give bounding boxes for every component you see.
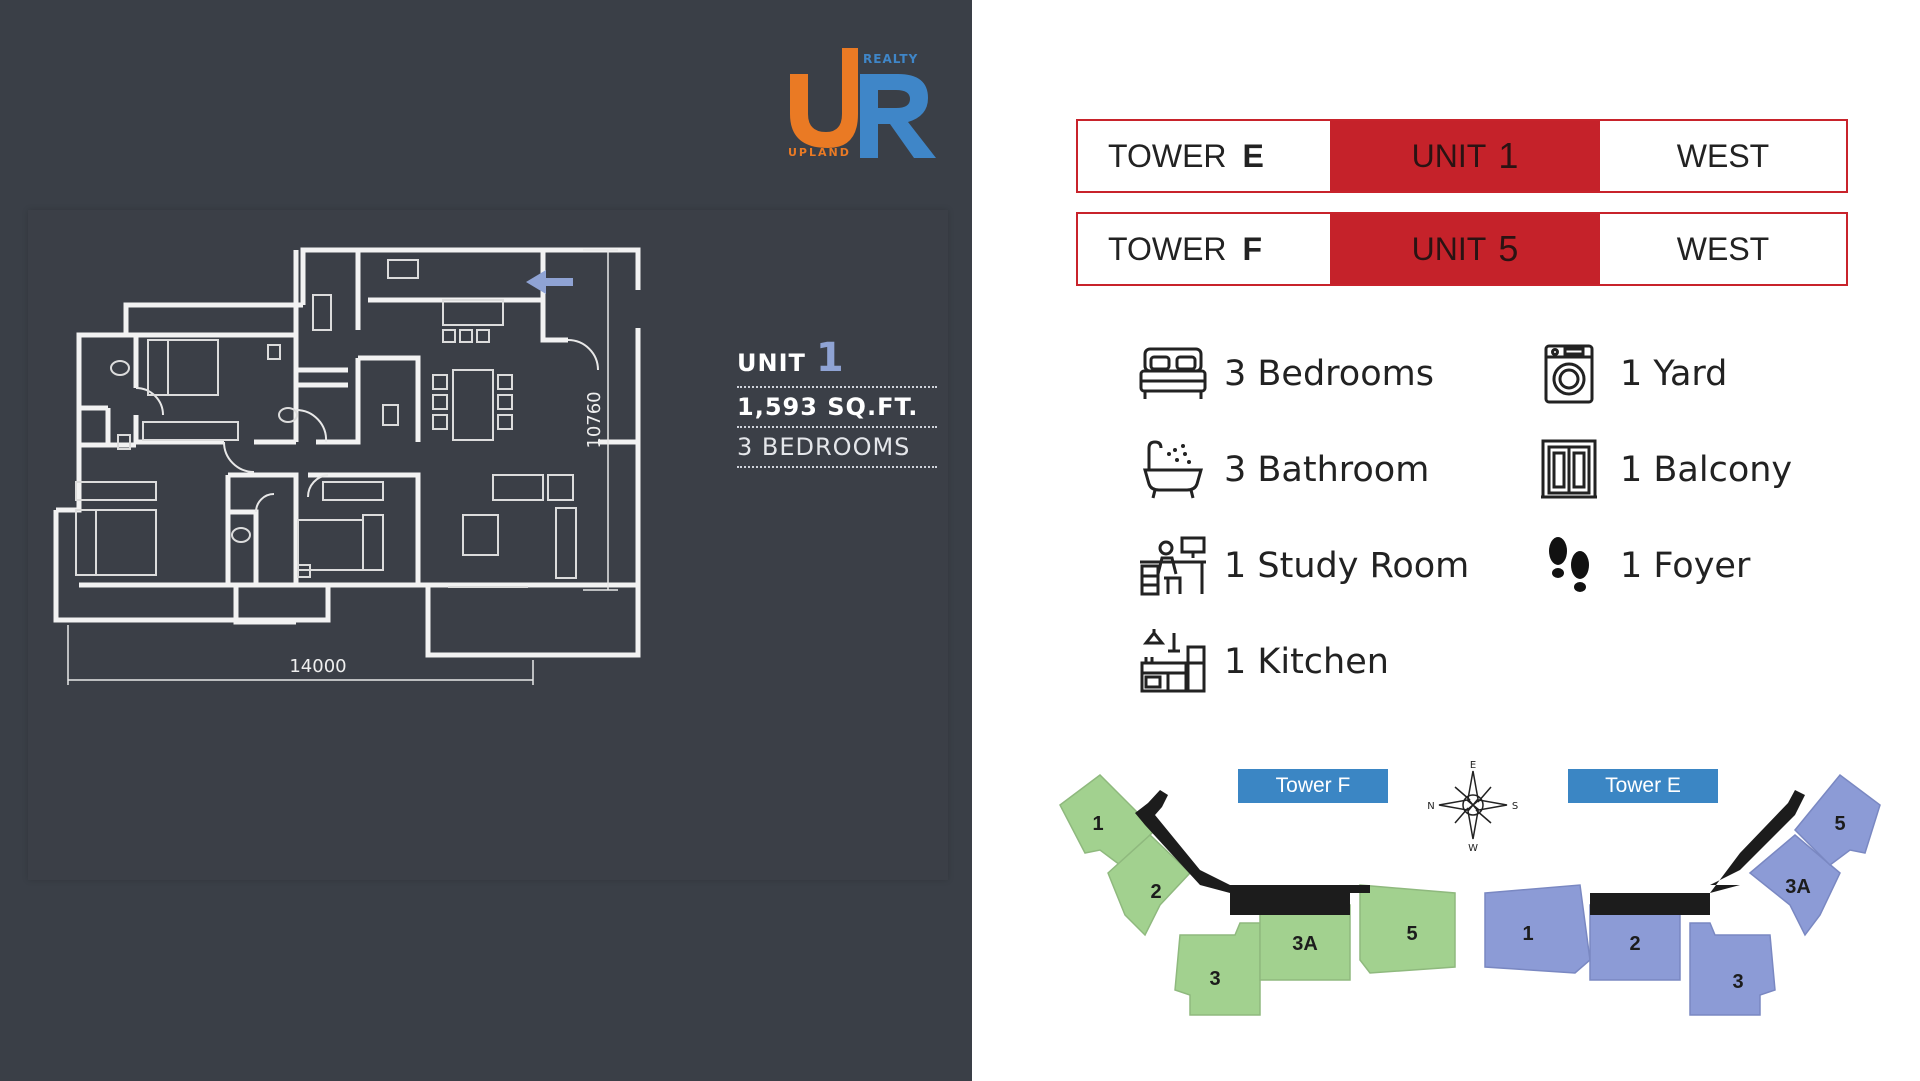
tower-cell: TOWER E <box>1078 121 1330 191</box>
tower-e-label: Tower E <box>1568 769 1718 803</box>
unit-label: UNIT <box>1411 230 1487 267</box>
tower-f-label: Tower F <box>1238 769 1388 803</box>
washing-machine-icon <box>1534 342 1604 406</box>
feature-yard: 1 Yard <box>1534 342 1727 406</box>
feature-bathroom: 3 Bathroom <box>1138 438 1429 502</box>
tower-e-unit-3a: 3A <box>1785 876 1811 898</box>
tower-cell: TOWER F <box>1078 214 1330 284</box>
divider <box>737 386 937 388</box>
unit-bedrooms: 3 BEDROOMS <box>737 433 911 461</box>
logo-upland-text: UPLAND <box>788 146 851 159</box>
feature-text: 1 Yard <box>1620 354 1728 394</box>
compass-e: E <box>1470 760 1476 771</box>
unit-label: UNIT <box>737 349 806 377</box>
tower-e-unit-1: 1 <box>1522 923 1533 945</box>
unit-area: 1,593 SQ.FT. <box>737 393 919 421</box>
floor-plan-drawing: 14000 10760 <box>28 210 948 880</box>
feature-text: 1 Study Room <box>1224 546 1470 586</box>
study-desk-icon <box>1138 534 1208 598</box>
tower-f-unit-5: 5 <box>1406 923 1417 945</box>
tower-f-unit-3: 3 <box>1209 968 1220 990</box>
feature-bedrooms: 3 Bedrooms <box>1138 342 1434 406</box>
compass-n: N <box>1427 801 1434 812</box>
tower-f-unit-1: 1 <box>1092 813 1103 835</box>
tower-e-unit-2: 2 <box>1629 933 1640 955</box>
feature-text: 1 Balcony <box>1620 450 1793 490</box>
feature-foyer: 1 Foyer <box>1534 534 1750 598</box>
tower-label: TOWER <box>1108 230 1227 267</box>
unit-info-block: UNIT 1 1,593 SQ.FT. 3 BEDROOMS <box>737 335 937 473</box>
footprints-icon <box>1534 534 1604 598</box>
facing-cell: WEST <box>1676 137 1770 174</box>
unit-cell: UNIT 5 <box>1330 214 1600 284</box>
balcony-door-icon <box>1534 438 1604 502</box>
tower-row-e: TOWER E UNIT 1 WEST <box>1076 119 1848 193</box>
unit-number: 1 <box>815 335 845 381</box>
tower-letter: E <box>1242 137 1264 174</box>
unit-cell: UNIT 1 <box>1330 121 1600 191</box>
tower-e-plan: 1 2 3 3A 5 <box>1484 773 1881 1016</box>
feature-text: 1 Foyer <box>1620 546 1751 586</box>
compass-icon: E W N S <box>1427 760 1518 854</box>
bathtub-icon <box>1138 438 1208 502</box>
feature-text: 1 Kitchen <box>1224 642 1389 682</box>
kitchen-icon <box>1138 629 1208 694</box>
unit-heading: UNIT 1 <box>737 335 937 381</box>
entry-arrow-icon <box>526 270 573 294</box>
upland-realty-logo: REALTY UPLAND <box>786 44 938 162</box>
feature-balcony: 1 Balcony <box>1534 438 1792 502</box>
logo-mark-icon <box>790 48 936 158</box>
facing-cell: WEST <box>1676 230 1770 267</box>
divider <box>737 466 937 468</box>
unit-number: 5 <box>1498 228 1519 269</box>
bed-icon <box>1138 342 1208 406</box>
unit-number: 1 <box>1498 135 1519 176</box>
tower-f-plan: 1 2 3 3A 5 <box>1059 774 1456 1016</box>
tower-row-f: TOWER F UNIT 5 WEST <box>1076 212 1848 286</box>
feature-text: 3 Bathroom <box>1224 450 1430 490</box>
tower-e-unit-5: 5 <box>1834 813 1845 835</box>
tower-e-unit-3: 3 <box>1732 971 1743 993</box>
floor-plan-panel: REALTY UPLAND <box>0 0 972 1081</box>
tower-site-map: Tower F Tower E E W N S <box>1050 755 1890 1025</box>
unit-label: UNIT <box>1411 137 1487 174</box>
compass-w: W <box>1468 843 1478 854</box>
tower-label: TOWER <box>1108 137 1227 174</box>
compass-s: S <box>1512 801 1518 812</box>
feature-kitchen: 1 Kitchen <box>1138 629 1389 694</box>
plan-height-dimension: 10760 <box>584 391 605 448</box>
site-map-svg: E W N S 1 2 3 3A 5 <box>1059 760 1881 1016</box>
tower-letter: F <box>1242 230 1263 267</box>
feature-text: 3 Bedrooms <box>1224 354 1434 394</box>
feature-study-room: 1 Study Room <box>1138 534 1469 598</box>
plan-width-dimension: 14000 <box>289 656 346 677</box>
divider <box>737 426 937 428</box>
logo-realty-text: REALTY <box>863 52 919 66</box>
tower-f-unit-2: 2 <box>1150 881 1161 903</box>
tower-f-unit-3a: 3A <box>1292 933 1318 955</box>
floor-plan-svg: 14000 10760 <box>53 247 641 685</box>
